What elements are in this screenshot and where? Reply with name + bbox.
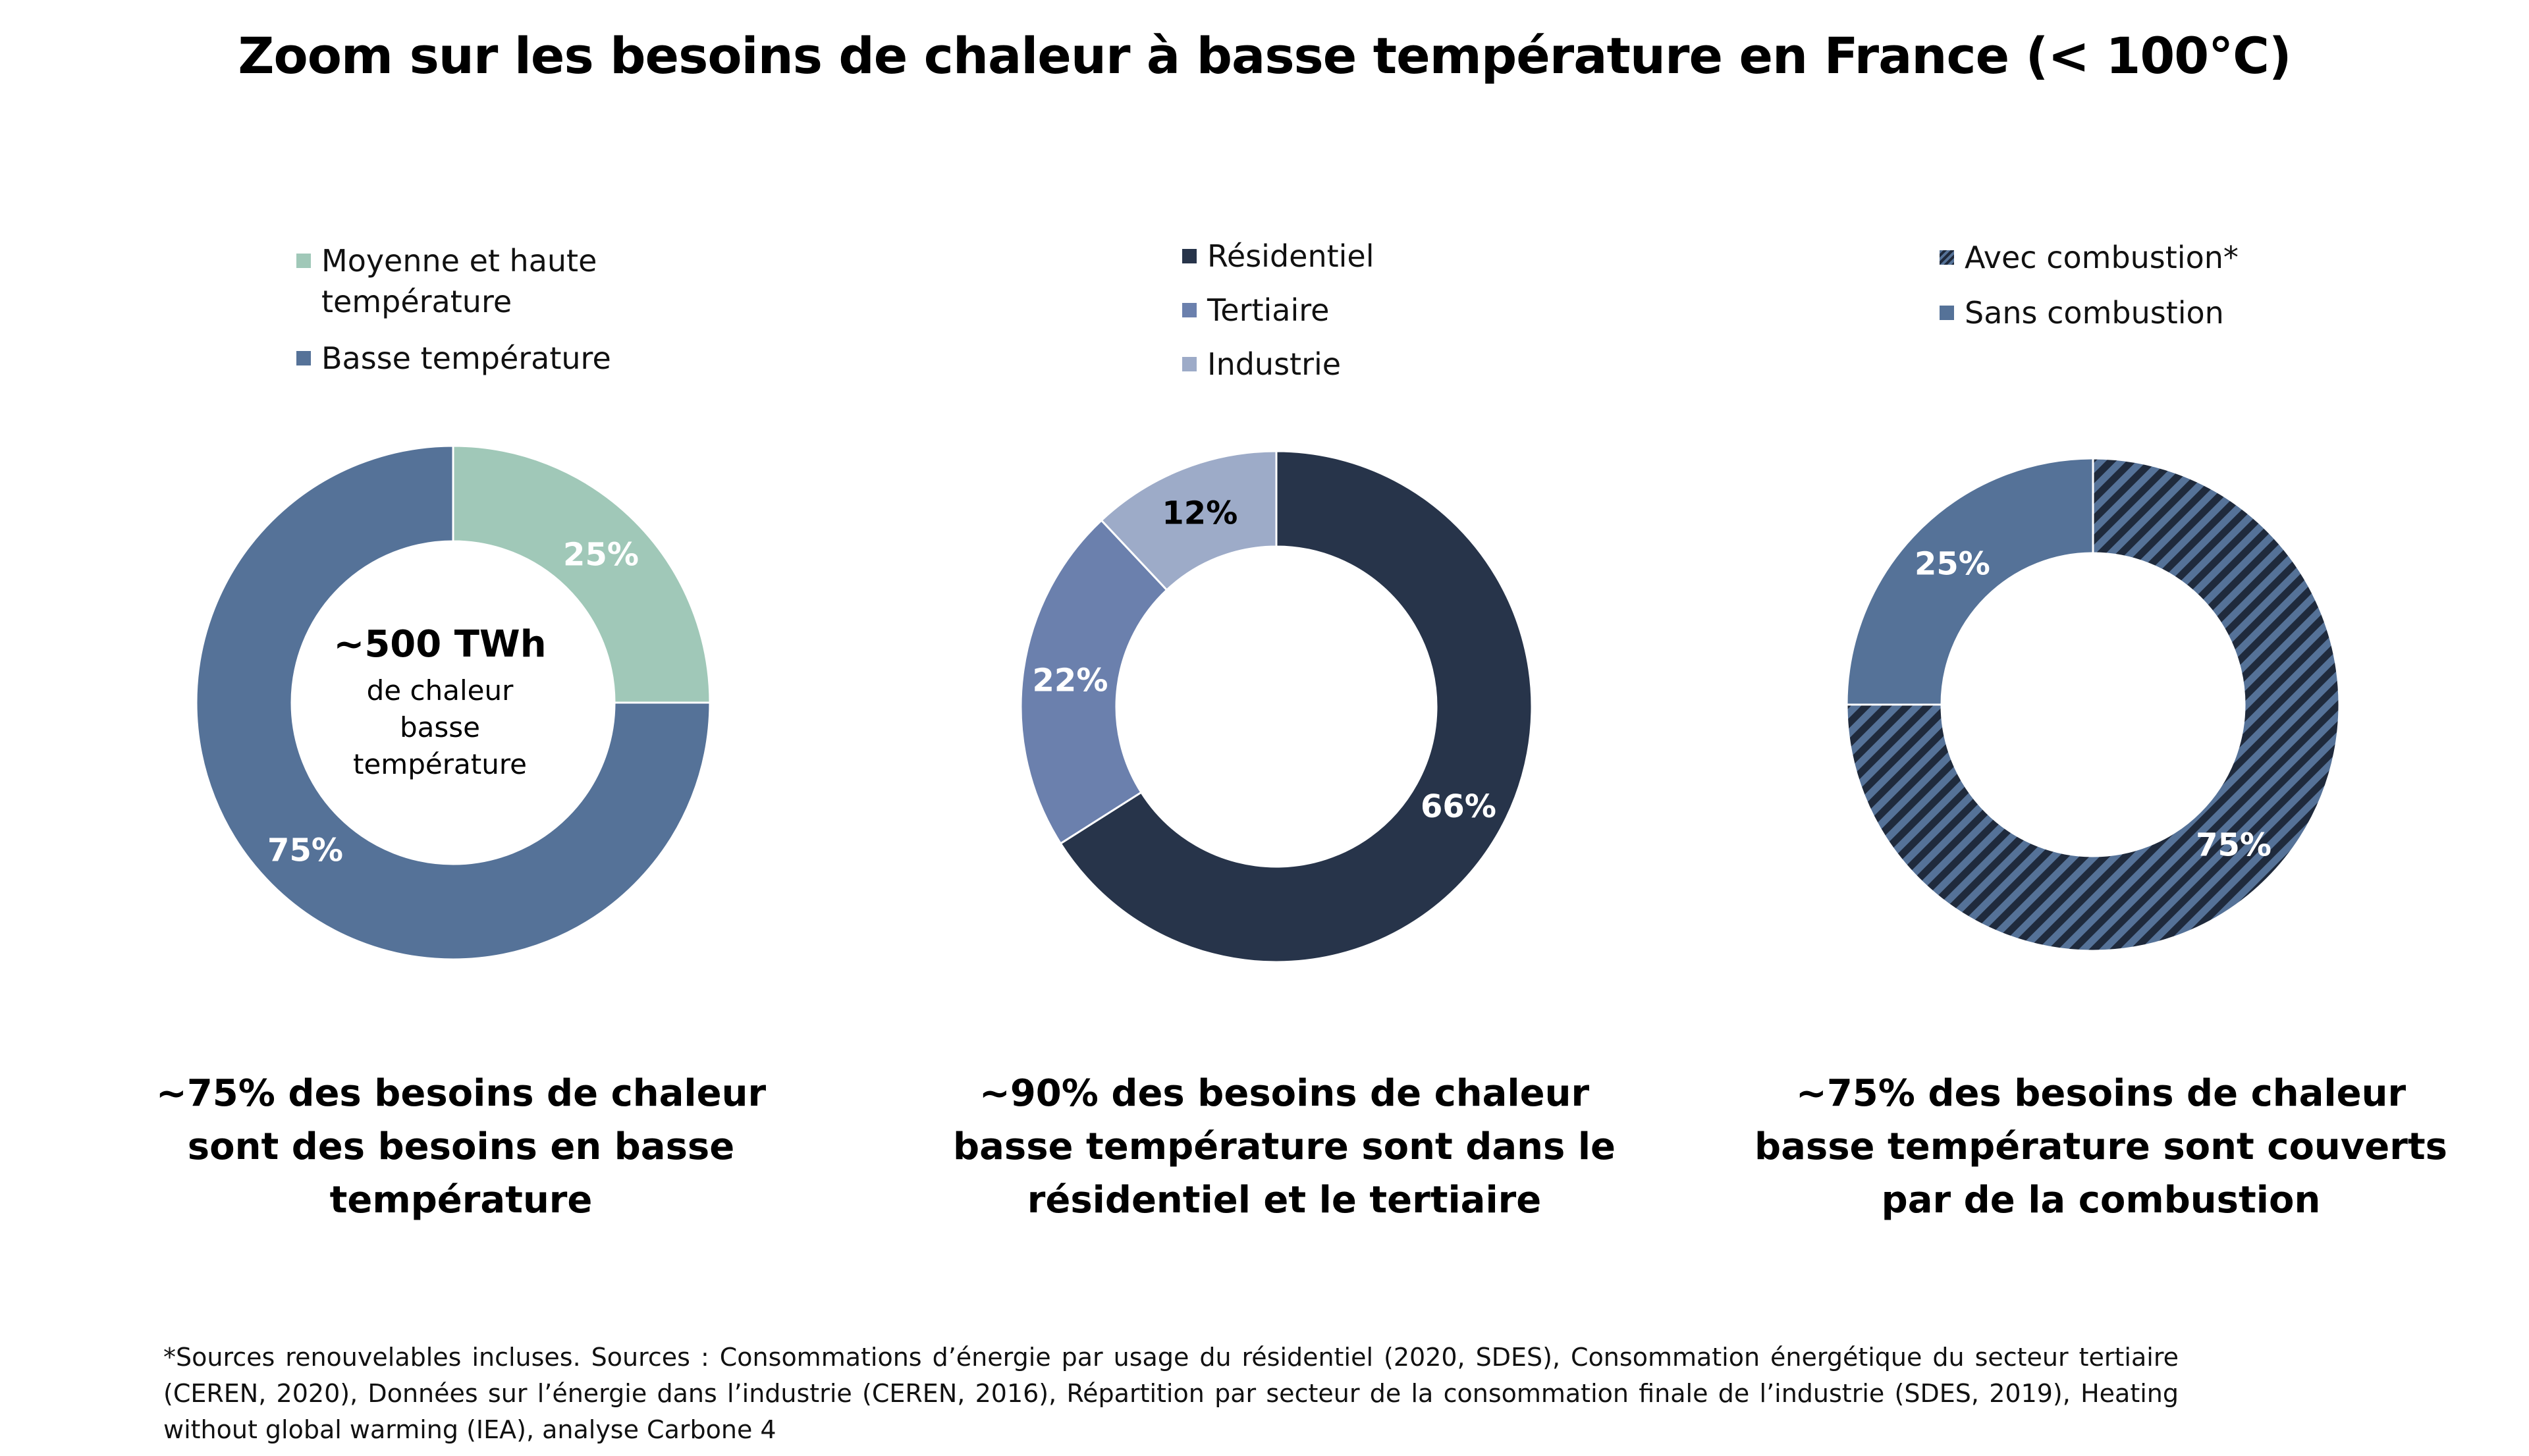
legend-label: Basse température [321,340,611,376]
legend-label: Tertiaire [1207,292,1330,328]
center-caption-line: température [353,748,527,780]
legend-label: Moyenne et haute température [321,243,597,319]
donut-slice [1100,450,1278,591]
donut-slice [1059,450,1533,963]
slice-data-label: 25% [563,536,639,573]
legend-item: Industrie [1182,344,1374,385]
slice-data-label: 75% [267,832,343,869]
chart-legend-2: Résidentiel Tertiaire Industrie [1182,236,1374,398]
legend-swatch [1182,357,1197,371]
footnote: *Sources renouvelables incluses. Sources… [163,1343,2179,1444]
conclusion-2: ~90% des besoins de chaleur basse tempér… [863,1067,1706,1227]
legend-swatch [1182,303,1197,317]
page-title: Zoom sur les besoins de chaleur à basse … [238,26,2291,85]
chart-legend-1: Moyenne et haute température Basse tempé… [296,240,611,394]
conclusion-line: température [329,1179,593,1222]
donut-slice [452,445,711,704]
center-caption-line: basse [400,711,480,743]
slice-data-label: 25% [1915,545,1990,582]
slice-data-label: 12% [1162,495,1237,532]
chart-panel-3: Avec combustion* Sans combustion 75%25% … [1686,0,2529,1317]
conclusion-line: par de la combustion [1881,1179,2321,1222]
donut-chart-1: 25% 75% ~500 TWh de chaleur basse température [195,445,711,961]
legend-swatch [1940,306,1954,320]
conclusion-line: basse température sont couverts [1754,1125,2447,1168]
conclusion-3: ~75% des besoins de chaleur basse tempér… [1679,1067,2522,1227]
legend-item: Basse température [296,338,611,379]
legend-item: Sans combustion [1940,292,2239,333]
donut-chart-2: 66% 22% 12% [1020,450,1533,963]
chart-panel-2: Résidentiel Tertiaire Industrie 66% 22% 12… [843,0,1686,1317]
legend-swatch [296,254,311,268]
donut-chart-3: 75% 25% [1845,457,2341,952]
legend-label: Sans combustion [1965,295,2224,331]
slice-data-label: 75% [2196,827,2271,864]
conclusion-line: résidentiel et le tertiaire [1027,1179,1542,1222]
legend-item: Tertiaire [1182,290,1374,331]
legend-label: Résidentiel [1207,238,1374,274]
legend-item: Résidentiel [1182,236,1374,277]
legend-label: Avec combustion* [1965,240,2239,275]
legend-label: Industrie [1207,346,1342,382]
center-total-label: ~500 TWh [333,623,546,666]
legend-swatch [1940,250,1954,265]
legend-item: Moyenne et haute température [296,240,611,322]
conclusion-line: ~75% des besoins de chaleur [1795,1072,2407,1115]
donut-slice [195,445,711,961]
chart-legend-3: Avec combustion* Sans combustion [1940,237,2239,349]
conclusion-1: ~75% des besoins de chaleur sont des bes… [40,1067,883,1227]
legend-item: Avec combustion* [1940,237,2239,278]
legend-swatch [1182,249,1197,263]
slice-data-label: 66% [1421,788,1496,825]
slice-data-label: 22% [1033,662,1108,699]
conclusion-line: ~75% des besoins de chaleur [155,1072,767,1115]
center-caption-line: de chaleur [367,674,514,707]
conclusion-line: sont des besoins en basse [187,1125,735,1168]
legend-swatch [296,351,311,365]
conclusion-line: basse température sont dans le [952,1125,1616,1168]
chart-panel-1: Moyenne et haute température Basse tempé… [0,0,843,1317]
donut-slice [1020,519,1168,845]
conclusion-line: ~90% des besoins de chaleur [979,1072,1590,1115]
donut-slice [1845,457,2094,706]
donut-slice [1845,457,2341,952]
